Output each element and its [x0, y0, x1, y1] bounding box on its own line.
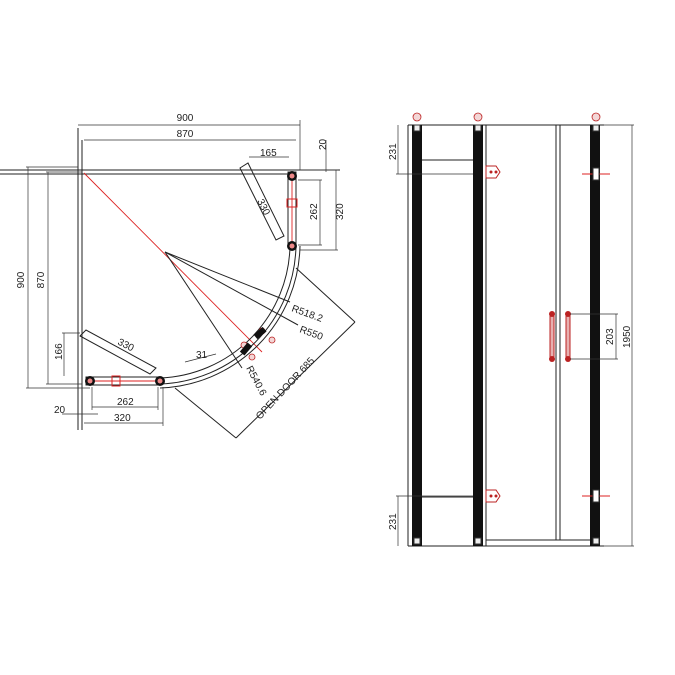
dim-radius-inner: R518.2 [290, 303, 324, 325]
dim-bottom-fixed-262: 262 [117, 397, 134, 408]
dim-top-fixed-262: 262 [309, 203, 320, 220]
top-roller-icons [412, 112, 601, 132]
dim-left-panel-height: 166 [54, 343, 65, 360]
bottom-roller-icons [413, 537, 600, 545]
dim-outer-width: 900 [177, 113, 194, 124]
dim-bottom-hinge-offset: 231 [388, 513, 399, 530]
dim-radius-outer: R550 [298, 324, 325, 343]
hinge-icons [485, 165, 610, 503]
dim-top-fixed-320: 320 [335, 203, 346, 220]
dim-total-height: 1950 [622, 325, 633, 348]
dim-inner-width: 870 [177, 129, 194, 140]
plan-view: 900 870 900 870 R518.2 R550 R540.6 OPEN … [0, 113, 356, 439]
elevation-view: 231 231 203 1950 [388, 112, 634, 547]
dim-inner-depth: 870 [36, 271, 47, 288]
dim-top-wall-gap: 20 [318, 138, 329, 150]
dim-gap-31: 31 [196, 350, 208, 361]
dim-handle-length: 203 [605, 328, 616, 345]
dim-left-panel-length: 330 [116, 337, 136, 355]
dim-bottom-fixed-320: 320 [114, 413, 131, 424]
dim-outer-depth: 900 [16, 271, 27, 288]
dim-top-panel-offset: 165 [260, 148, 277, 159]
door-handle-icons [549, 311, 571, 362]
door-roller-icons [239, 326, 276, 361]
dim-top-panel-length: 330 [254, 197, 272, 217]
dim-radius-mid: R540.6 [243, 364, 268, 398]
dim-bottom-wall-gap: 20 [54, 405, 66, 416]
dim-top-hinge-offset: 231 [388, 143, 399, 160]
